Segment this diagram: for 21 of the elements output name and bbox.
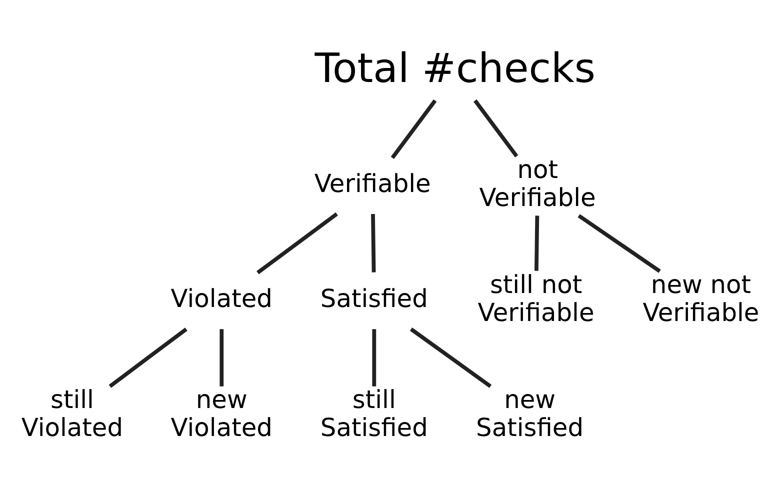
node-text: new Satisfied (476, 384, 584, 442)
connector (220, 328, 224, 386)
node-text: still Violated (21, 384, 124, 442)
node-text: Verifiable (314, 168, 431, 198)
node-text: still Satisfied (320, 384, 428, 442)
connector (390, 98, 437, 158)
connector (578, 214, 661, 272)
node-text: still not Verifiable (478, 269, 594, 326)
node-text: Violated (170, 283, 272, 312)
node-text: not Verifiable (479, 154, 596, 212)
connector (256, 212, 338, 274)
node-text: new not Verifiable (642, 269, 760, 326)
connector (371, 213, 376, 272)
connector (474, 98, 518, 157)
connector (410, 327, 492, 388)
connector (534, 215, 540, 270)
connector (372, 328, 376, 386)
connector (108, 327, 188, 388)
node-text: Total #checks (314, 44, 596, 92)
node-text: new Violated (170, 384, 272, 442)
node-text: Satisfied (320, 283, 428, 312)
